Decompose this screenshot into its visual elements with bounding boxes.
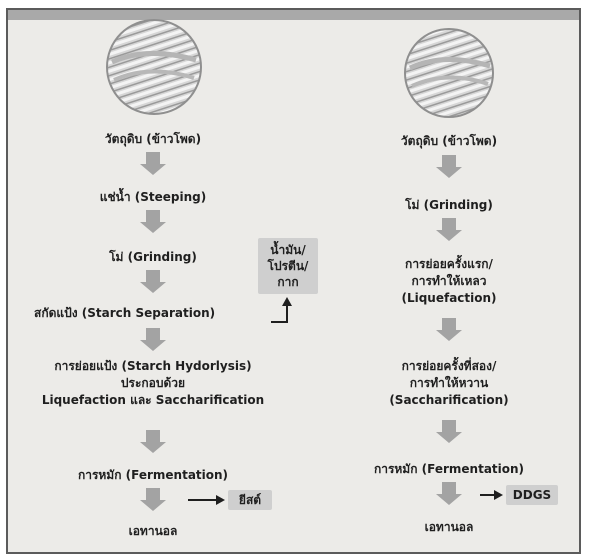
corn-image-left [107, 20, 201, 114]
diagram-frame: วัตถุดิบ (ข้าวโพด) แช่น้ำ (Steeping) โม่… [6, 8, 581, 554]
right-grinding: โม่ (Grinding) [344, 196, 554, 214]
down-arrow [140, 152, 166, 175]
ddgs-box: DDGS [506, 485, 558, 505]
liquefaction-line-2: การทำให้เหลว [334, 273, 564, 290]
byproduct-arrowhead [282, 297, 292, 306]
right-fermentation: การหมัก (Fermentation) [344, 460, 554, 478]
corn-image-right [405, 29, 493, 117]
saccharification-line-1: การย่อยครั้งที่สอง/ [334, 358, 564, 375]
hydrolysis-line-2: ประกอบด้วย [18, 375, 288, 392]
down-arrow [140, 328, 166, 351]
down-arrow [436, 482, 462, 505]
down-arrow [436, 218, 462, 241]
ddgs-arrow [480, 490, 503, 500]
down-arrow [140, 210, 166, 233]
saccharification-line-2: การทำให้หวาน [334, 375, 564, 392]
byproduct-box: น้ำมัน/ โปรตีน/ กาก [258, 238, 318, 294]
left-ethanol: เอทานอล [48, 522, 258, 540]
down-arrow [436, 155, 462, 178]
byproduct-line-3: กาก [258, 274, 318, 290]
right-ethanol: เอทานอล [344, 518, 554, 536]
yeast-box: ยีสต์ [228, 490, 272, 510]
left-fermentation: การหมัก (Fermentation) [48, 466, 258, 484]
right-liquefaction: การย่อยครั้งแรก/ การทำให้เหลว (Liquefact… [334, 256, 564, 307]
left-raw-material: วัตถุดิบ (ข้าวโพด) [48, 130, 258, 148]
liquefaction-line-1: การย่อยครั้งแรก/ [334, 256, 564, 273]
liquefaction-line-3: (Liquefaction) [334, 290, 564, 307]
yeast-arrow [188, 495, 225, 505]
down-arrow [436, 318, 462, 341]
hydrolysis-line-1: การย่อยแป้ง (Starch Hydorlysis) [18, 358, 288, 375]
down-arrow [140, 430, 166, 453]
down-arrow [140, 488, 166, 511]
left-grinding: โม่ (Grinding) [48, 248, 258, 266]
down-arrow [140, 270, 166, 293]
left-hydrolysis: การย่อยแป้ง (Starch Hydorlysis) ประกอบด้… [18, 358, 288, 409]
byproduct-line-1: น้ำมัน/ [258, 242, 318, 258]
byproduct-line-2: โปรตีน/ [258, 258, 318, 274]
right-raw-material: วัตถุดิบ (ข้าวโพด) [344, 132, 554, 150]
left-starch-separation: สกัดแป้ง (Starch Separation) [28, 304, 278, 322]
saccharification-line-3: (Saccharification) [334, 392, 564, 409]
hydrolysis-line-3: Liquefaction และ Saccharification [18, 392, 288, 409]
down-arrow [436, 420, 462, 443]
left-steeping: แช่น้ำ (Steeping) [48, 188, 258, 206]
right-saccharification: การย่อยครั้งที่สอง/ การทำให้หวาน (Saccha… [334, 358, 564, 409]
